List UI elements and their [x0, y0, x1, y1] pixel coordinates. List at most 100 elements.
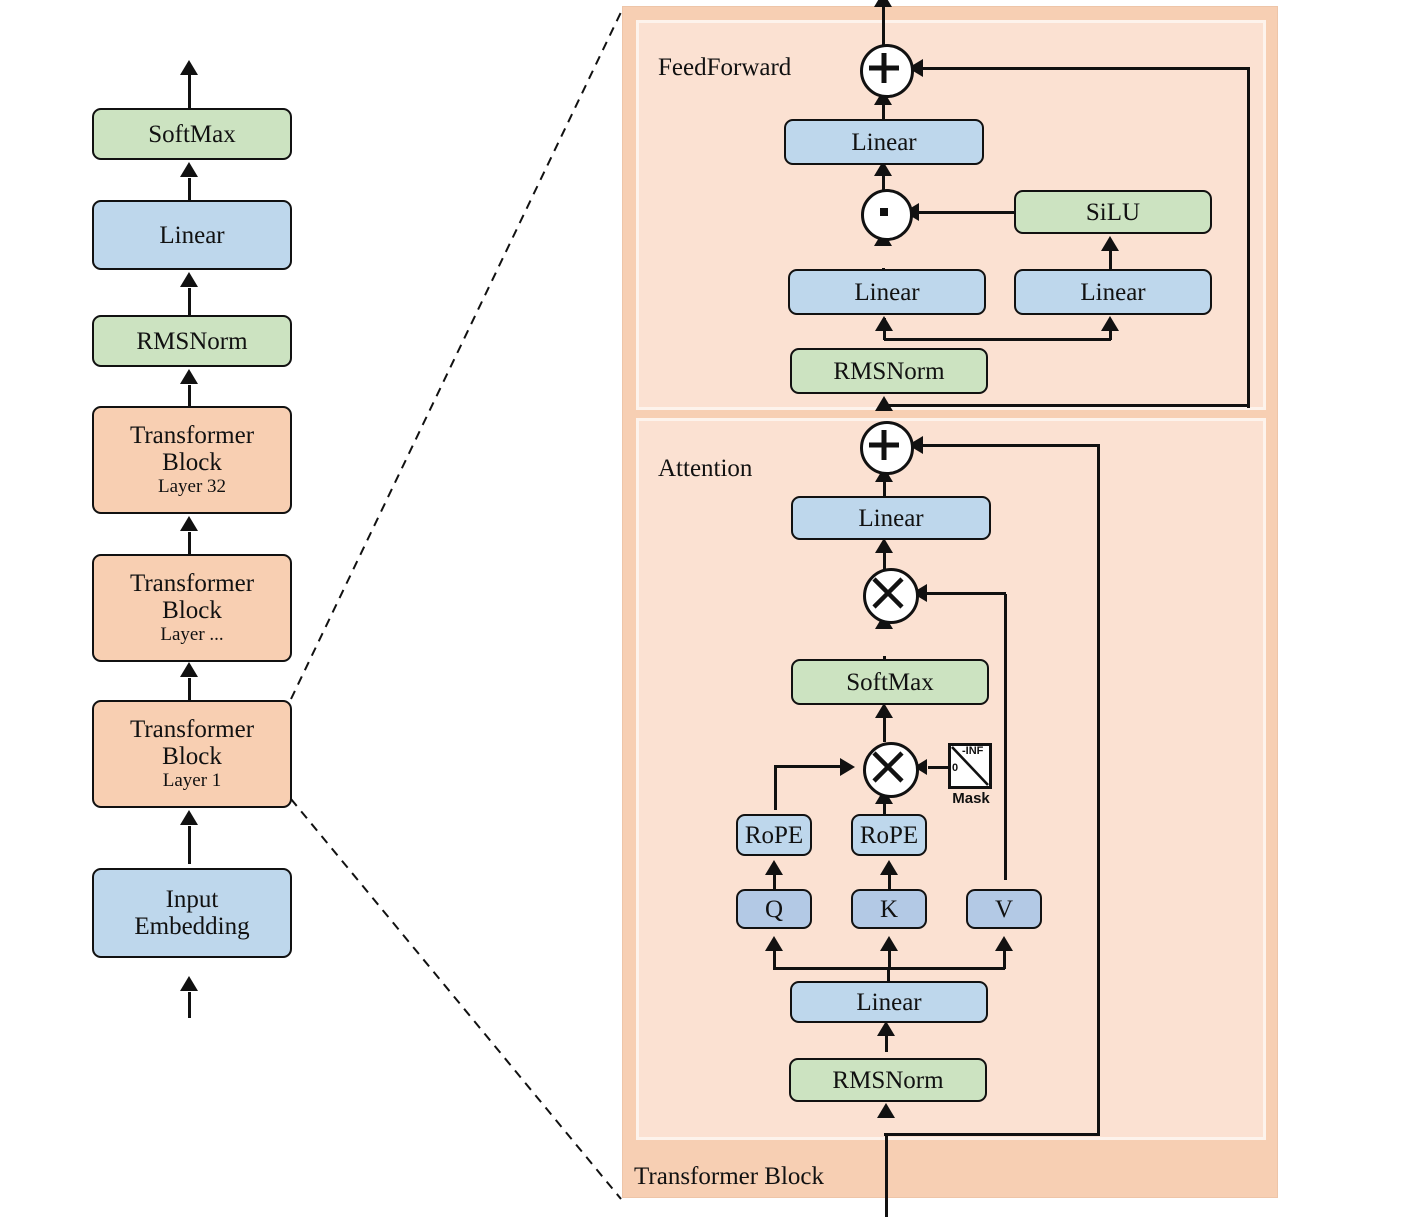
ff-linear-out[interactable]: Linear	[784, 119, 984, 165]
attn-ropeq-to-matmul-arrowhead	[840, 758, 855, 776]
stack-block-transformer-1-line1: Transformer	[129, 716, 255, 744]
attn-block-input-line	[885, 1134, 889, 1217]
arrow-head-out-top	[180, 60, 198, 75]
attn-bus-to-k-line	[888, 948, 892, 969]
attn-linear-out-label: Linear	[858, 504, 924, 532]
stack-block-softmax[interactable]: SoftMax	[92, 108, 292, 160]
attn-q-label: Q	[764, 895, 784, 923]
attn-linearqkv-to-bus-line	[887, 967, 891, 983]
attn-bus-to-k-arrowhead	[880, 936, 898, 951]
attention-mask-upper-value: -INF	[962, 745, 984, 757]
arrow-head-rmsnorm-linear	[180, 272, 198, 287]
ff-linear-gate-label: Linear	[854, 278, 920, 306]
stack-block-softmax-label: SoftMax	[148, 120, 236, 148]
feedforward-add-operator	[860, 44, 914, 98]
attention-matmul-qk-operator	[863, 742, 919, 798]
attn-rmsnorm-label: RMSNorm	[832, 1066, 944, 1094]
arrow-line-rmsnorm-linear	[188, 288, 192, 318]
attn-rope-q[interactable]: RoPE	[736, 814, 812, 856]
attn-k[interactable]: K	[851, 889, 927, 929]
attn-rope-k-label: RoPE	[859, 821, 919, 849]
attention-matmul-v-operator	[863, 568, 919, 624]
attn-bus-to-v-line	[1003, 948, 1007, 969]
attn-k-label: K	[879, 895, 899, 923]
ff-rmsnorm-to-up-arrowhead	[1101, 316, 1119, 331]
attn-v-label: V	[994, 895, 1014, 923]
attn-ropeq-to-matmul-line	[774, 765, 842, 769]
ff-rmsnorm[interactable]: RMSNorm	[790, 348, 988, 394]
arrow-line-linear-softmax	[188, 178, 192, 208]
attn-block-input-arrowhead	[877, 1103, 895, 1118]
stack-block-transformer-32-line1: Transformer	[129, 422, 255, 450]
attn-bus-to-q-line	[773, 948, 777, 969]
ff-residual-bottom	[884, 404, 1250, 408]
attn-k-to-rope-arrowhead	[880, 860, 898, 875]
arrow-line-embed-tb1	[188, 826, 192, 864]
attn-residual-bottom	[884, 1133, 1100, 1137]
attn-softmax-label: SoftMax	[846, 668, 934, 696]
arrow-head-input-bottom	[180, 976, 198, 991]
ff-rmsnorm-input-arrowhead	[875, 396, 893, 411]
attention-mask-label: Mask	[952, 790, 990, 807]
ff-output-line	[882, 4, 886, 46]
stack-block-transformer-dots-line1: Transformer	[129, 570, 255, 598]
ff-linear-out-label: Linear	[851, 128, 917, 156]
attn-rmsnorm[interactable]: RMSNorm	[789, 1058, 987, 1102]
attn-rmsnorm-to-linear-line	[885, 1030, 889, 1052]
attn-residual-right	[1097, 445, 1101, 1135]
stack-block-transformer-32[interactable]: Transformer Block Layer 32	[92, 406, 292, 514]
ff-rmsnorm-to-gate-arrowhead	[875, 316, 893, 331]
arrow-head-embed-tb1	[180, 810, 198, 825]
arrow-head-tb32-rmsnorm	[180, 369, 198, 384]
attn-k-to-rope-line	[888, 872, 892, 890]
attn-ropeq-riser	[774, 766, 778, 810]
attn-v[interactable]: V	[966, 889, 1042, 929]
ff-residual-top	[922, 67, 1250, 71]
stack-block-transformer-dots[interactable]: Transformer Block Layer ...	[92, 554, 292, 662]
attn-linear-out[interactable]: Linear	[791, 496, 991, 540]
stack-block-transformer-1-line2: Block	[162, 743, 222, 771]
stack-block-transformer-1-sublabel: Layer 1	[162, 770, 222, 792]
attn-matmulqk-to-softmax-line	[883, 712, 887, 742]
stack-block-input-embedding-line1: Input	[165, 886, 219, 913]
transformer-block-panel-label: Transformer Block	[634, 1163, 825, 1190]
attn-q-to-rope-line	[773, 872, 777, 890]
attn-linearout-to-add-line	[883, 470, 887, 496]
ff-linearout-to-add-line	[882, 92, 886, 120]
attn-q[interactable]: Q	[736, 889, 812, 929]
ff-residual-right	[1247, 68, 1251, 408]
stack-block-rmsnorm-final[interactable]: RMSNorm	[92, 315, 292, 367]
ff-rmsnorm-to-up-line	[1109, 322, 1113, 340]
stack-block-linear-head[interactable]: Linear	[92, 200, 292, 270]
attention-section-label: Attention	[658, 455, 753, 482]
ff-linear-gate[interactable]: Linear	[788, 269, 986, 315]
attn-v-to-matmul-line	[926, 592, 1006, 596]
stack-block-transformer-32-sublabel: Layer 32	[157, 476, 227, 498]
attn-linear-qkv[interactable]: Linear	[790, 981, 988, 1023]
attn-q-to-rope-arrowhead	[765, 860, 783, 875]
attn-residual-top	[922, 444, 1100, 448]
feedforward-multiply-operator	[861, 189, 913, 241]
attn-matmulqk-to-softmax-arrowhead	[875, 703, 893, 718]
attn-mask-to-matmul-line	[928, 766, 948, 770]
stack-block-linear-head-label: Linear	[159, 221, 225, 249]
attn-v-riser	[1004, 594, 1008, 880]
ff-mul-to-linearout-line	[882, 168, 886, 198]
attn-rmsnorm-to-linear-arrowhead	[877, 1021, 895, 1036]
stack-block-input-embedding-line2: Embedding	[134, 913, 250, 940]
stack-block-transformer-dots-line2: Block	[162, 597, 222, 625]
ff-linear-up[interactable]: Linear	[1014, 269, 1212, 315]
stack-block-input-embedding[interactable]: Input Embedding	[92, 868, 292, 958]
attn-matmulv-to-linearout-line	[883, 546, 887, 570]
attn-rope-k[interactable]: RoPE	[851, 814, 927, 856]
attn-ropek-to-matmul-line	[883, 800, 887, 820]
ff-silu[interactable]: SiLU	[1014, 190, 1212, 234]
attn-bus-to-v-arrowhead	[995, 936, 1013, 951]
ff-linearup-to-silu-line	[1109, 248, 1113, 272]
attn-softmax[interactable]: SoftMax	[791, 659, 989, 705]
attention-mask-lower-value: 0	[952, 762, 959, 774]
stack-block-transformer-32-line2: Block	[162, 449, 222, 477]
stack-block-transformer-1[interactable]: Transformer Block Layer 1	[92, 700, 292, 808]
arrow-head-tbdots-tb32	[180, 516, 198, 531]
